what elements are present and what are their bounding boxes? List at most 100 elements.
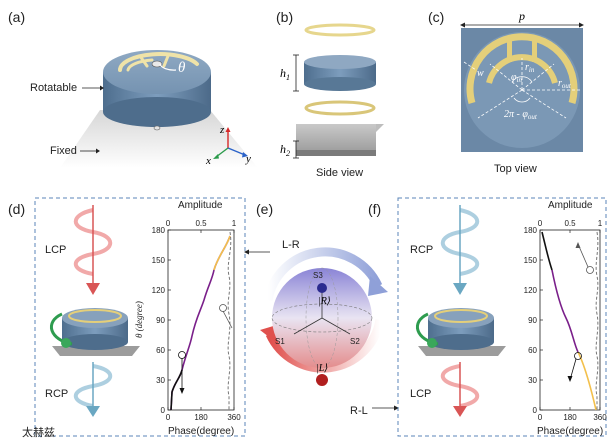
device-disk-top-d	[62, 308, 128, 328]
h1-symbol: h	[280, 66, 286, 80]
axis-x-label: x	[205, 155, 211, 167]
panel-d-frame	[34, 197, 246, 437]
panel-c-tag: (c)	[428, 9, 444, 25]
theta-axis-label-d: θ (degree)	[134, 301, 144, 338]
panel-a-tag: (a)	[8, 9, 25, 25]
theta-tick-label: 120	[524, 286, 538, 295]
fixed-pin	[153, 125, 161, 131]
lcp-helix-top	[73, 208, 113, 276]
device-disk-top-f	[428, 308, 494, 328]
marker-phase-f-arrow	[567, 376, 573, 382]
bottom-gold-ring	[304, 100, 376, 116]
gold-ring-pattern	[118, 52, 199, 72]
amplitude-tick-label: 0	[166, 219, 171, 228]
amplitude-tick-label: 1	[232, 219, 237, 228]
theta-tick-label: 30	[528, 376, 537, 385]
theta-tick-label: 90	[156, 316, 165, 325]
p-label: p	[518, 9, 525, 23]
phase-tick-label: 0	[538, 413, 543, 422]
watermark: 太赫兹	[22, 426, 55, 439]
phase-curve-d	[170, 235, 231, 411]
phase-tick-label: 180	[194, 413, 208, 422]
lcp-label-f: LCP	[410, 388, 431, 400]
l-ket-label: |L⟩	[316, 363, 328, 374]
marker-amplitude-f	[586, 266, 594, 274]
r-l-ring-arrow	[265, 319, 385, 373]
phase-curve-f-yellow	[577, 351, 597, 411]
p-arrow-left	[460, 22, 465, 28]
panel-d-tag: (d)	[8, 201, 25, 217]
phi-out-arc	[513, 97, 531, 103]
rotation-arrow-ball-f	[427, 338, 437, 348]
r-in-label: rin	[525, 62, 535, 74]
rotatable-disk-bottom	[103, 97, 211, 127]
phase-tick-label: 0	[166, 413, 171, 422]
coordinate-axes: z y x	[205, 124, 251, 167]
amplitude-curve-d	[227, 231, 232, 410]
theta-tick-label: 180	[152, 226, 166, 235]
rotation-arrow-ball-d	[61, 338, 71, 348]
phi-in-subscript: in	[517, 76, 523, 84]
fixed-plate-base	[296, 150, 376, 156]
rcp-arrowhead-top	[453, 283, 467, 295]
r-ket-label: |R⟩	[318, 296, 331, 307]
r-out-subscript: out	[562, 82, 572, 90]
theta-tick-label: 60	[156, 346, 165, 355]
lcp-arrowhead	[86, 283, 100, 295]
lcp-label-d: LCP	[45, 244, 66, 256]
panel-f-frame	[397, 197, 607, 437]
phase-curve-d-yellow	[213, 235, 231, 271]
side-disk-bottom	[304, 77, 376, 91]
s1-axis	[293, 317, 323, 335]
rotatable-arrowhead	[100, 85, 104, 91]
side-disk-top	[304, 55, 376, 69]
theta-tick-label: 150	[524, 256, 538, 265]
r-out-label: rout	[558, 78, 572, 90]
theta-tick-label: 60	[528, 346, 537, 355]
amplitude-title-f: Amplitude	[548, 200, 593, 211]
s2-axis	[321, 317, 351, 335]
plot-d-axes	[167, 229, 235, 411]
h2-label: h2	[280, 142, 290, 158]
disk-shadow	[60, 110, 258, 168]
fixed-plate	[296, 124, 376, 154]
marker-amplitude-f-arrow	[575, 242, 581, 248]
rcp-label-d: RCP	[45, 388, 68, 400]
rotation-knob	[151, 60, 163, 68]
sphere-meridian	[305, 267, 339, 369]
two-pi-phi-out-symbol: 2π - φ	[504, 109, 528, 120]
two-pi-phi-out-subscript: out	[528, 113, 538, 121]
w-symbol: w	[477, 68, 484, 79]
l-r-ring-arrow	[263, 247, 383, 301]
top-view-caption: Top view	[494, 163, 537, 175]
panel-e-tag: (e)	[256, 201, 273, 217]
outer-gold-ring	[466, 33, 578, 104]
marker-phase-d	[178, 351, 186, 359]
phase-curve-f-black	[541, 231, 553, 271]
h2-subscript: 2	[286, 149, 290, 158]
phi-in-label: φin	[511, 72, 522, 84]
h2-symbol: h	[280, 142, 286, 156]
fixed-arrowhead	[96, 148, 100, 154]
rcp-helix-top	[440, 208, 480, 276]
panel-e: (e) S3 S1 S2 |R⟩ |L⟩ L-R R-L	[256, 201, 399, 417]
r-state-point	[317, 283, 327, 293]
fixed-label: Fixed	[50, 145, 77, 157]
theta-tick-label: 180	[524, 226, 538, 235]
marker-amplitude-d-pointer	[222, 310, 233, 329]
s3-label: S3	[313, 271, 323, 280]
device-gold-ring-d	[68, 309, 122, 323]
two-pi-phi-out-label: 2π - φout	[504, 109, 538, 121]
top-gold-ring	[304, 23, 376, 37]
phase-tick-label: 180	[563, 413, 577, 422]
r-l-connector-arrow	[394, 405, 399, 411]
rotatable-disk-top	[103, 50, 211, 94]
phase-curve-d-black	[170, 369, 183, 411]
rotatable-label: Rotatable	[30, 82, 77, 94]
r-out-symbol: r	[558, 78, 562, 89]
amplitude-tick-label: 0.5	[195, 219, 207, 228]
theta-tick-label: 0	[533, 406, 538, 415]
